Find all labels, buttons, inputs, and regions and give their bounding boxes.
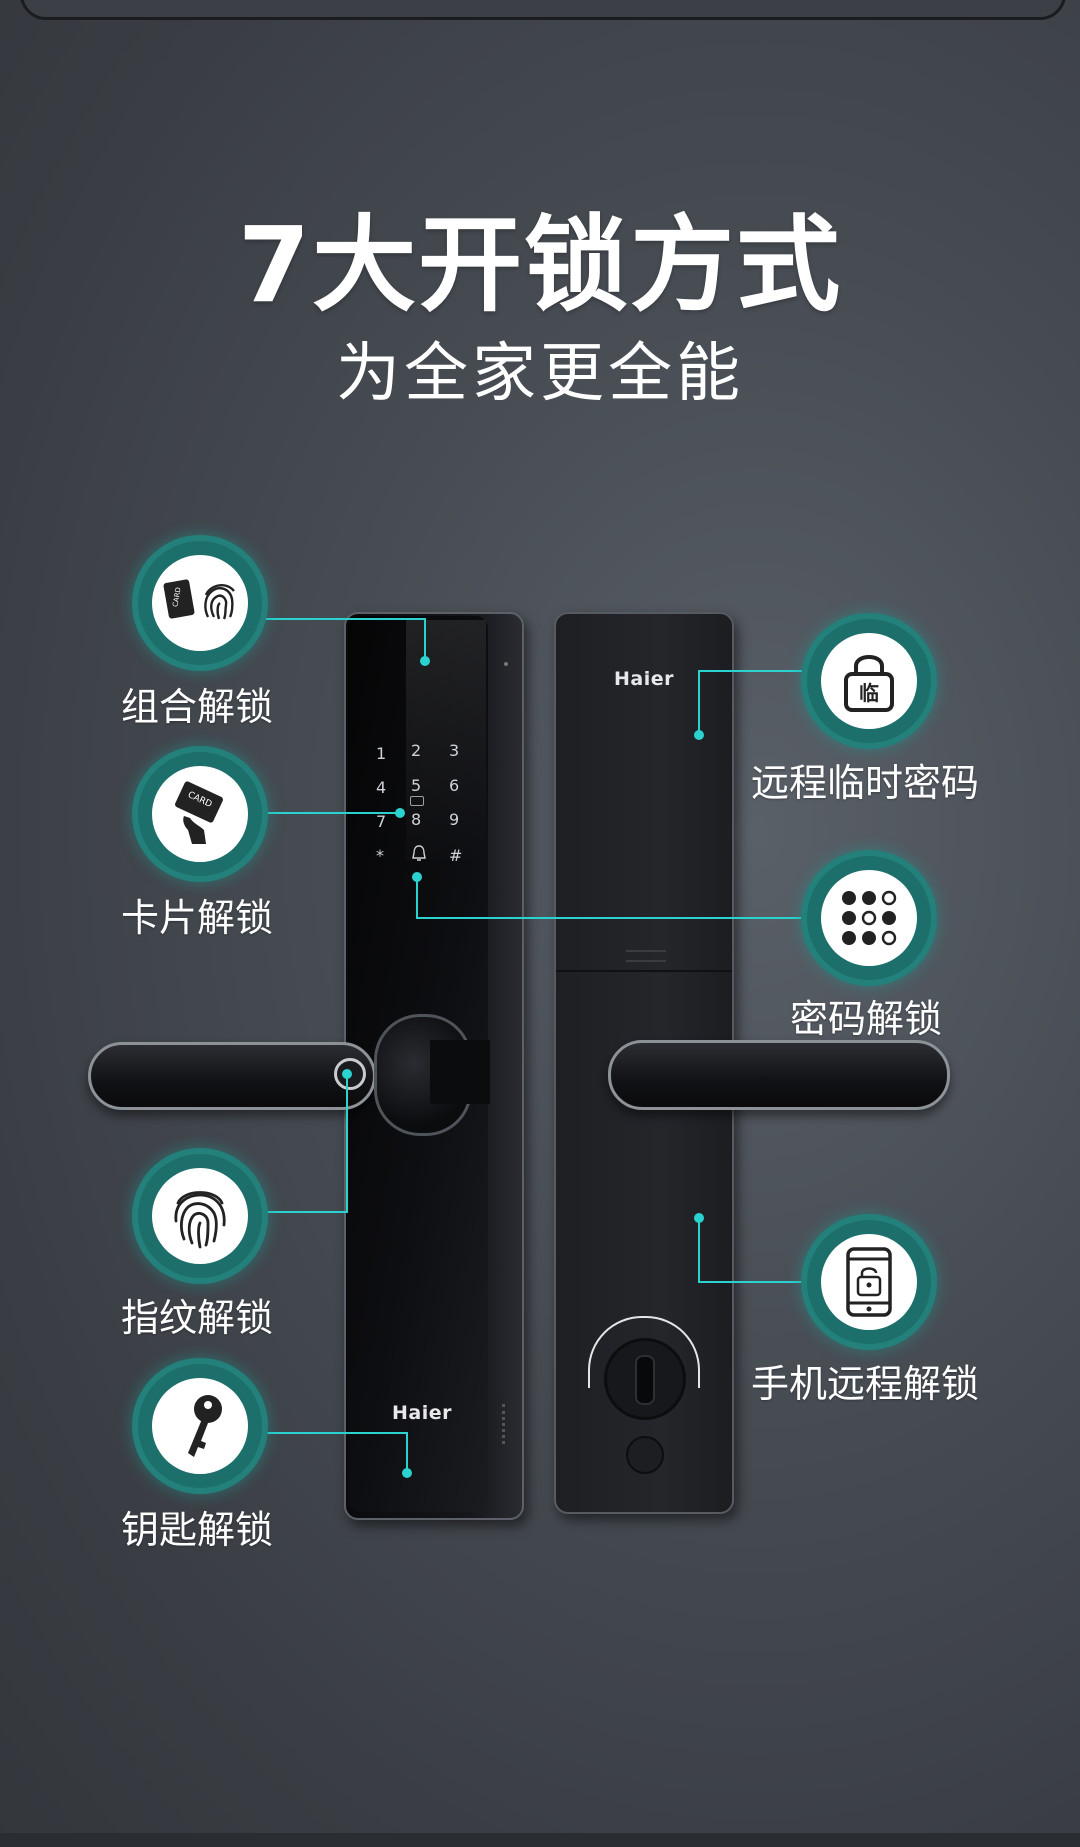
glass-reflection (406, 620, 486, 860)
connector-line (698, 1281, 808, 1283)
svg-text:CARD: CARD (171, 587, 182, 608)
back-handle[interactable] (608, 1040, 950, 1110)
card-in-hand-icon: CARD (175, 781, 223, 844)
combo-unlock-badge: CARD (138, 541, 262, 665)
connector-line (258, 1211, 348, 1213)
keypad-key[interactable]: 8 (411, 810, 422, 829)
keypad-key[interactable]: 3 (449, 741, 460, 760)
connector-line (406, 1432, 408, 1472)
temp-password-badge: 临 (807, 619, 931, 743)
keypad-key[interactable]: # (449, 846, 463, 865)
key-unlock-badge (138, 1364, 262, 1488)
connector-line (258, 618, 426, 620)
combo-unlock-label: 组合解锁 (121, 685, 274, 729)
keypad-key[interactable]: 5 (411, 776, 422, 795)
connector-line (346, 1073, 348, 1213)
key-cylinder[interactable] (626, 1436, 664, 1474)
front-handle[interactable] (88, 1042, 376, 1110)
connector-line (258, 1432, 408, 1434)
svg-text:临: 临 (859, 681, 879, 705)
lock-back-panel: Haier (554, 612, 734, 1514)
phone-unlock-label: 手机远程解锁 (751, 1362, 980, 1406)
password-unlock-label: 密码解锁 (790, 997, 943, 1041)
connector-line (698, 1218, 700, 1283)
keypad-dots-icon (842, 890, 897, 946)
temp-password-label: 远程临时密码 (751, 761, 980, 805)
fingerprint-icon (174, 1191, 226, 1249)
connector-line (424, 618, 426, 662)
connector-dot (420, 656, 430, 666)
top-frame (20, 0, 1066, 20)
page-subtitle: 为全家更全能 (336, 337, 744, 411)
fingerprint-unlock-label: 指纹解锁 (121, 1296, 274, 1340)
key-icon (188, 1395, 222, 1457)
connector-dot (395, 808, 405, 818)
phone-lock-icon (846, 1247, 892, 1317)
connector-dot (342, 1069, 352, 1079)
card-reader-icon (410, 796, 424, 806)
keypad-key[interactable]: 9 (449, 810, 460, 829)
phone-unlock-badge (807, 1220, 931, 1344)
connector-line (417, 917, 808, 919)
connector-line (698, 670, 808, 672)
password-unlock-badge (807, 856, 931, 980)
keypad-key[interactable]: 4 (376, 778, 387, 797)
page-title: 7大开锁方式 (237, 204, 843, 326)
lock-rotation-indicator (588, 1316, 700, 1388)
speaker-grille (502, 1404, 508, 1444)
card-fingerprint-icon: CARD (163, 579, 235, 620)
keypad-key[interactable]: 1 (376, 744, 387, 763)
connector-dot (694, 1213, 704, 1223)
handle-neck (430, 1040, 490, 1104)
brand-logo-back: Haier (614, 668, 674, 690)
keypad-key[interactable]: 7 (376, 812, 387, 831)
bottom-frame (0, 1833, 1080, 1847)
connector-dot (412, 872, 422, 882)
keypad-key[interactable]: * (376, 846, 384, 865)
padlock-temporary-icon: 临 (844, 655, 894, 712)
card-unlock-label: 卡片解锁 (121, 896, 274, 940)
connector-dot (402, 1468, 412, 1478)
connector-line (416, 877, 418, 919)
sensor-dot (504, 662, 508, 666)
cover-latch (626, 950, 666, 962)
card-unlock-badge: CARD (138, 752, 262, 876)
key-unlock-label: 钥匙解锁 (121, 1508, 274, 1552)
keypad-key[interactable]: 2 (411, 741, 422, 760)
doorbell-icon[interactable] (410, 844, 428, 868)
connector-line (262, 812, 400, 814)
brand-logo-front: Haier (392, 1402, 452, 1424)
connector-dot (694, 730, 704, 740)
battery-cover-seam (556, 970, 732, 972)
fingerprint-unlock-badge (138, 1154, 262, 1278)
keypad-key[interactable]: 6 (449, 776, 460, 795)
lock-front-panel: Haier (344, 612, 524, 1520)
connector-line (698, 670, 700, 734)
